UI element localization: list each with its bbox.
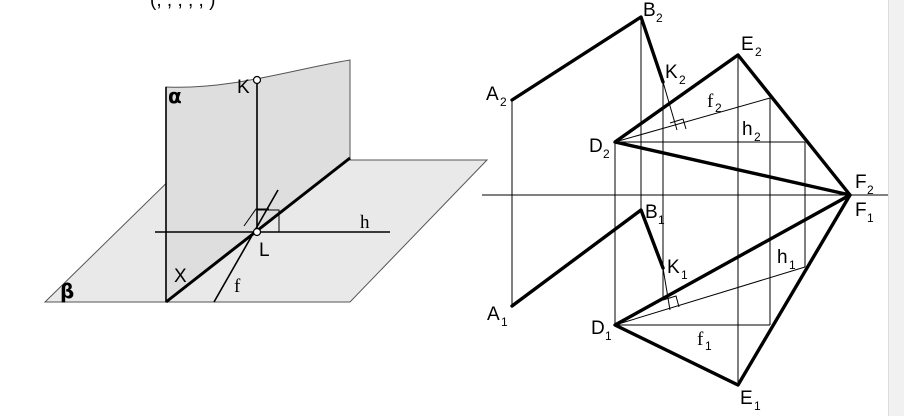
svg-text:K: K	[667, 257, 680, 278]
svg-text:1: 1	[681, 268, 688, 282]
label-a2: A 2	[486, 84, 507, 109]
label-b2: B 2	[643, 0, 663, 25]
svg-text:F: F	[855, 172, 867, 193]
svg-text:1: 1	[705, 339, 712, 353]
label-l: L	[259, 240, 270, 261]
point-l	[252, 227, 262, 237]
right-angle-mark-f	[243, 208, 269, 227]
plane-beta	[43, 159, 489, 303]
svg-text:K: K	[665, 62, 678, 83]
label-f1-point: F 1	[855, 200, 874, 225]
svg-text:1: 1	[754, 399, 761, 413]
label-alpha: α	[168, 84, 182, 108]
label-h1-line: h 1	[777, 247, 796, 272]
top-fragment-text: (, , , , , )	[150, 0, 215, 11]
right-border-strip	[888, 0, 904, 416]
segment-a2-b2-k2	[510, 15, 665, 102]
svg-text:2: 2	[867, 183, 874, 197]
svg-text:1: 1	[867, 211, 874, 225]
label-b1: B 1	[645, 202, 665, 227]
svg-text:D: D	[591, 318, 605, 339]
svg-text:2: 2	[754, 130, 761, 144]
label-h2-line: h 2	[742, 119, 761, 144]
svg-text:E: E	[741, 34, 754, 55]
label-d1: D 1	[591, 318, 612, 343]
svg-text:1: 1	[658, 213, 665, 227]
label-e1: E 1	[740, 388, 761, 413]
label-h: h	[360, 212, 370, 233]
svg-text:D: D	[589, 136, 603, 157]
right-angle-k2	[669, 118, 687, 130]
svg-text:f: f	[707, 91, 714, 112]
svg-text:B: B	[643, 0, 656, 21]
left-figure: (, , , , , ) α β K L X f h	[43, 0, 489, 304]
label-f2-point: F 2	[855, 172, 874, 197]
label-f2-line: f 2	[707, 91, 722, 115]
label-f1-line: f 1	[697, 329, 712, 353]
svg-text:2: 2	[679, 73, 686, 87]
svg-text:F: F	[855, 200, 867, 221]
label-a1: A 1	[487, 304, 508, 329]
plane-alpha	[165, 59, 351, 304]
svg-text:2: 2	[603, 147, 610, 161]
svg-text:2: 2	[715, 101, 722, 115]
svg-text:1: 1	[605, 329, 612, 343]
line-f2	[614, 97, 771, 143]
point-k	[252, 75, 262, 85]
segment-a1-b1-k1	[510, 208, 665, 308]
label-x: X	[174, 266, 187, 287]
svg-text:E: E	[740, 388, 753, 409]
right-angle-k1	[662, 295, 680, 308]
triangle-d2-e2-f2	[613, 53, 852, 197]
right-figure: A 2 B 2 K 2 E 2 f 2 h 2 D 2 F 2	[482, 0, 888, 413]
svg-text:A: A	[487, 304, 500, 325]
label-k: K	[237, 77, 250, 98]
label-e2: E 2	[741, 34, 762, 59]
label-k2: K 2	[665, 62, 686, 87]
triangle-d1-e1-f1	[613, 193, 852, 387]
line-h1	[614, 266, 806, 326]
right-angle-mark-h	[257, 209, 280, 232]
svg-text:h: h	[777, 247, 788, 268]
svg-text:2: 2	[500, 95, 507, 109]
label-k1: K 1	[667, 257, 688, 282]
label-beta: β	[60, 279, 74, 303]
label-f: f	[234, 276, 241, 297]
label-d2: D 2	[589, 136, 610, 161]
svg-text:1: 1	[501, 315, 508, 329]
svg-text:h: h	[742, 119, 753, 140]
svg-text:f: f	[697, 329, 704, 350]
svg-text:A: A	[486, 84, 499, 105]
svg-text:B: B	[645, 202, 658, 223]
svg-text:2: 2	[755, 45, 762, 59]
perp-k1	[662, 267, 671, 311]
svg-text:2: 2	[656, 11, 663, 25]
svg-text:1: 1	[789, 258, 796, 272]
